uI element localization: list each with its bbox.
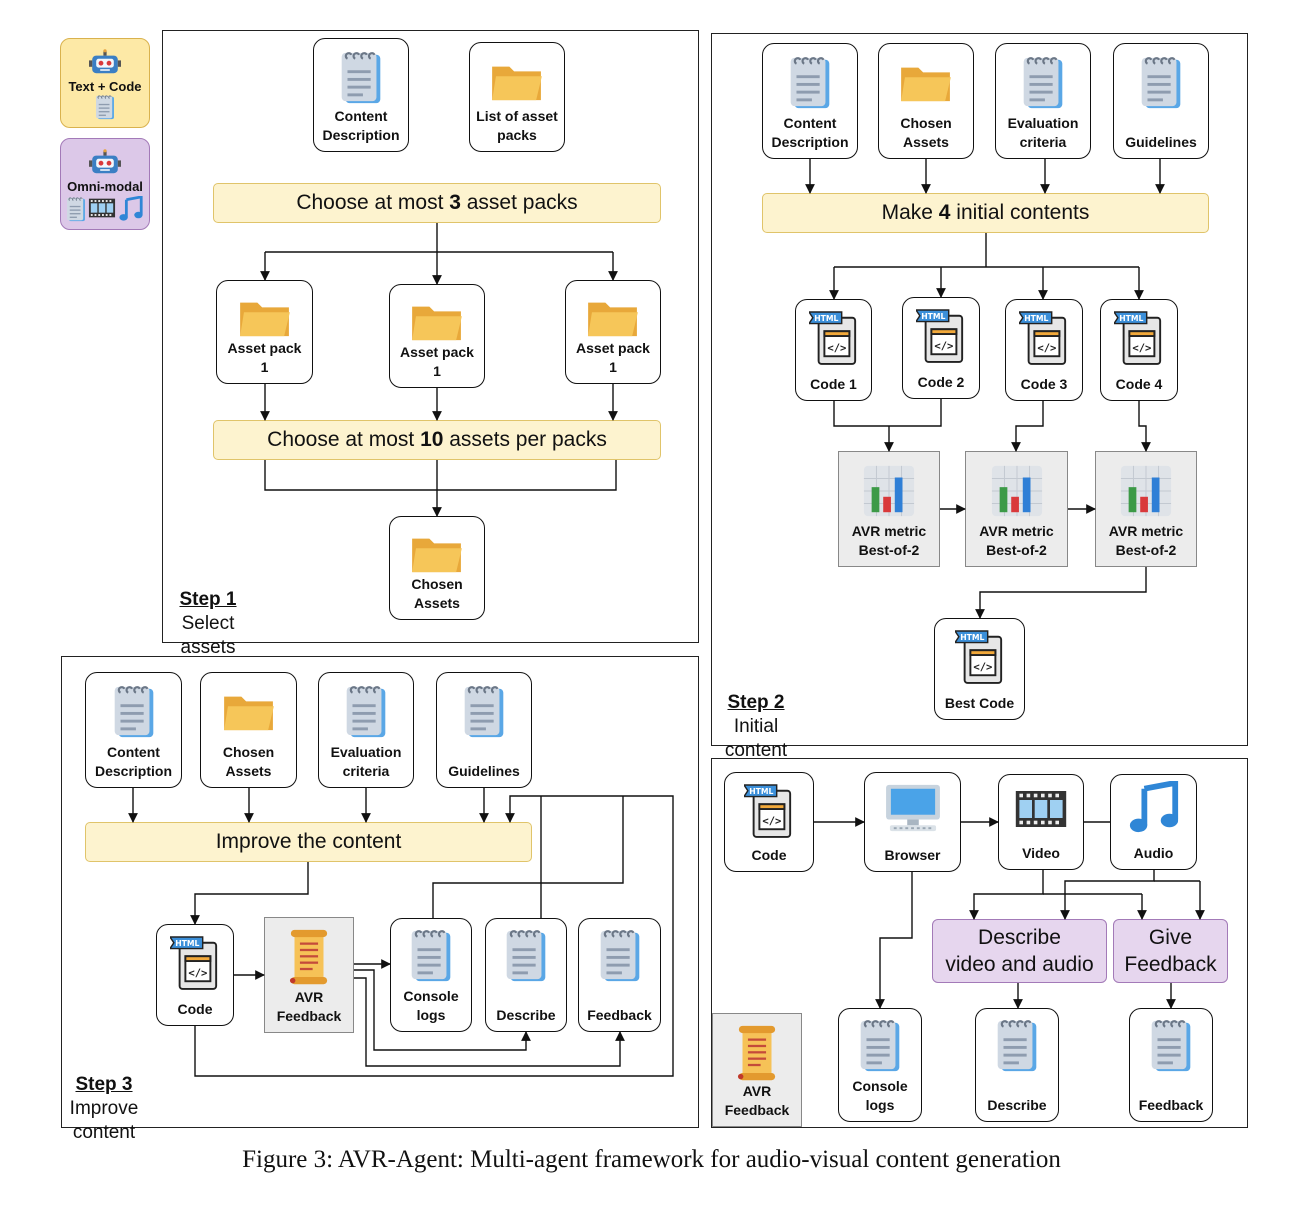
step2-content-description: Content Description [762,43,858,159]
step1-choose-packs-box: Choose at most 3 asset packs [213,183,661,223]
step3-content-description: Content Description [85,672,182,788]
legend-omni-modal-label: Omni-modal [67,179,143,194]
step2-code-2: Code 2 [902,297,980,399]
step2-chosen-assets: Chosen Assets [878,43,974,159]
step3-avr-feedback: AVR Feedback [264,917,354,1033]
fb-code: Code [724,772,814,872]
step2-code-3: Code 3 [1005,299,1083,401]
step2-guidelines: Guidelines [1113,43,1209,159]
figure-caption: Figure 3: AVR-Agent: Multi-agent framewo… [242,1146,1061,1173]
step3-describe: Describe [485,918,567,1032]
step1-chosen-assets: Chosen Assets [389,516,485,620]
step1-list-of-asset-packs: List of asset packs [469,42,565,152]
step3-guidelines: Guidelines [436,672,532,788]
fb-describe-box: Describe video and audio [932,919,1107,983]
step2-make-box: Make 4 initial contents [762,193,1209,233]
fb-browser: Browser [864,772,961,872]
legend-text-code-label: Text + Code [68,79,142,94]
fb-video: Video [998,774,1084,870]
step1-panel [162,30,699,643]
feedback-panel [711,758,1248,1128]
step3-chosen-assets: Chosen Assets [200,672,297,788]
step3-improve-box: Improve the content [85,822,532,862]
legend-text-code: Text + Code [60,38,150,128]
step2-metric-2: AVR metric Best-of-2 [965,451,1068,567]
step2-metric-3: AVR metric Best-of-2 [1095,451,1197,567]
fb-audio: Audio [1110,774,1197,870]
step3-panel [61,656,699,1128]
step1-content-description: Content Description [313,38,409,152]
step3-console-logs: Console logs [390,918,472,1032]
fb-give-feedback-box: Give Feedback [1113,919,1228,983]
step3-evaluation-criteria: Evaluation criteria [318,672,414,788]
step2-code-1: Code 1 [795,299,872,401]
fb-console-logs: Console logs [838,1008,922,1122]
legend-omni-modal: Omni-modal [60,138,150,230]
step1-choose-assets-box: Choose at most 10 assets per packs [213,420,661,460]
step2-metric-1: AVR metric Best-of-2 [838,451,940,567]
fb-feedback: Feedback [1129,1008,1213,1122]
fb-describe: Describe [975,1008,1059,1122]
step3-feedback: Feedback [578,918,661,1032]
step2-best-code: Best Code [934,618,1025,720]
step2-code-4: Code 4 [1100,299,1178,401]
step1-asset-pack-1: Asset pack 1 [216,280,313,384]
fb-avr-feedback: AVR Feedback [712,1013,802,1127]
step2-evaluation-criteria: Evaluation criteria [995,43,1091,159]
step3-code: Code [156,924,234,1026]
step2-panel [711,33,1248,746]
